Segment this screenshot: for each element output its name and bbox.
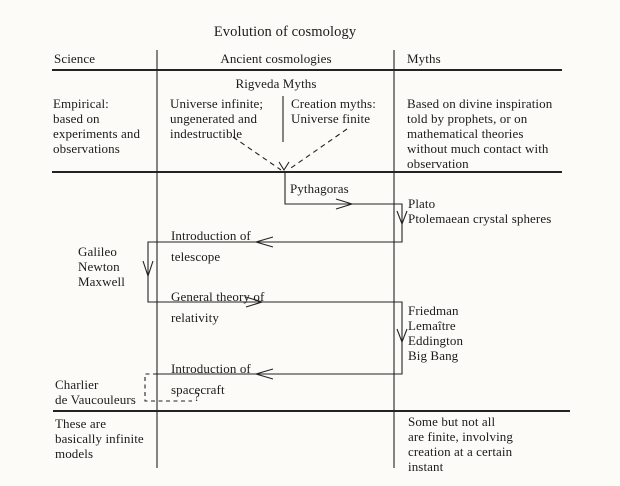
block-charlier-de-vaucouleurs: Charlier de Vaucouleurs (55, 377, 136, 407)
block-infinite-models-note: These are basically infinite models (55, 416, 144, 461)
arrowhead-down-plato-icon (396, 210, 408, 226)
block-galileo-newton-maxwell: Galileo Newton Maxwell (78, 244, 125, 289)
column-header-ancient-cosmologies: Ancient cosmologies (220, 51, 332, 66)
arrowhead-down-bigbang-icon (396, 328, 408, 344)
label-pythagoras: Pythagoras (290, 181, 349, 196)
block-friedman-lemaitre-eddington-bigbang: Friedman Lemaître Eddington Big Bang (408, 303, 464, 363)
block-general-relativity: General theory of relativity (171, 289, 265, 325)
block-creation-myths: Creation myths: Universe finite (291, 96, 376, 126)
column-header-science: Science (54, 51, 96, 66)
column-header-myths: Myths (407, 51, 441, 66)
label-question-mark: ? (194, 389, 200, 404)
arrowhead-right-pythagoras-icon (335, 198, 354, 210)
block-plato-ptolemaean: Plato Ptolemaean crystal spheres (408, 196, 552, 226)
block-finite-models-note: Some but not all are finite, involving c… (408, 414, 513, 474)
block-introduction-of-spacecraft: Introduction of spacecraft (171, 361, 251, 397)
block-empirical: Empirical: based on experiments and obse… (53, 96, 141, 156)
dashed-link-infinite (232, 136, 282, 171)
flow-path (147, 172, 403, 375)
arrowhead-left-spacecraft-icon (254, 368, 274, 380)
subheader-rigveda-myths: Rigveda Myths (235, 76, 317, 91)
diagram-title: Evolution of cosmology (213, 24, 357, 40)
arrowhead-left-telescope-icon (254, 236, 274, 248)
dashed-link-finite (287, 128, 348, 171)
arrowhead-down-convergence-icon (278, 161, 290, 172)
block-universe-infinite: Universe infinite; ungenerated and indes… (170, 96, 264, 141)
block-introduction-of-telescope: Introduction of telescope (171, 228, 251, 264)
block-divine-inspiration: Based on divine inspiration told by prop… (407, 96, 553, 171)
arrowhead-down-galileo-icon (142, 260, 154, 278)
